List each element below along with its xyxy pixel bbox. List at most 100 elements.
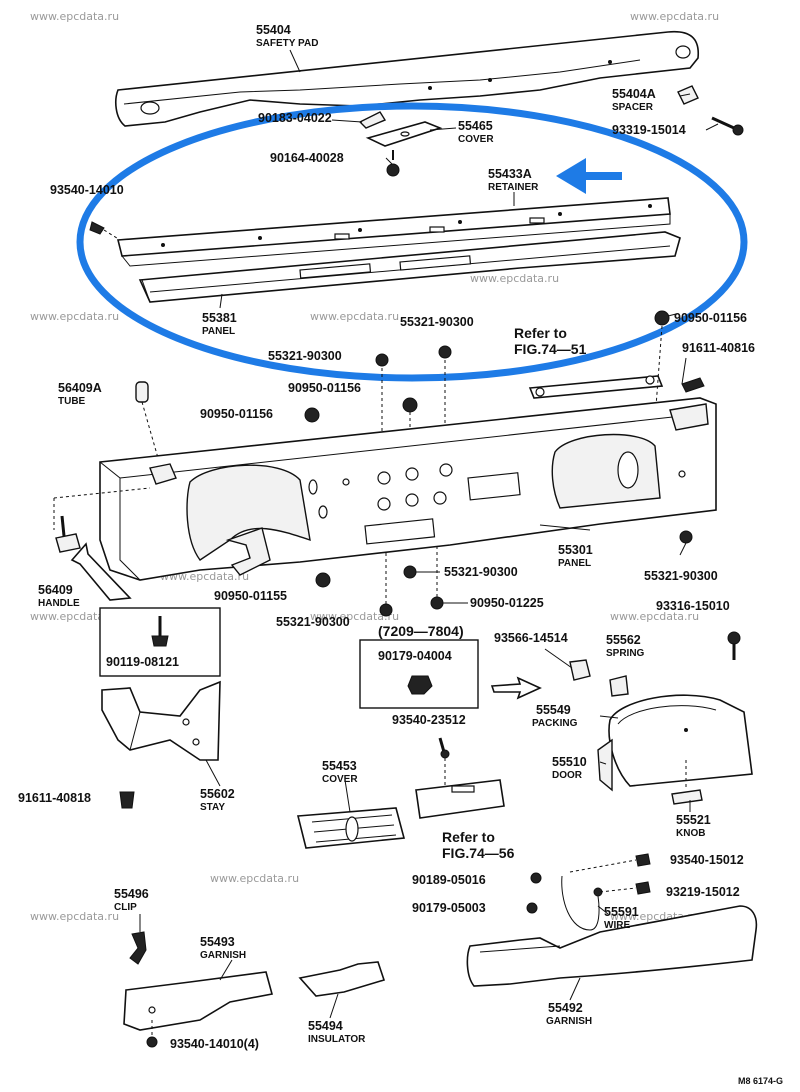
refer-bracket-bar [528, 375, 664, 399]
part-number: 55549 [536, 703, 571, 717]
part-number: 56409 [38, 583, 73, 597]
garnish-55493 [123, 971, 273, 1031]
part-name: WIRE [604, 920, 630, 931]
part-number: 93540-23512 [392, 713, 466, 727]
part-number: 93316-15010 [656, 599, 730, 613]
part-name: DOOR [552, 770, 583, 781]
part-number: 55321-90300 [444, 565, 518, 579]
part-number: 90950-01225 [470, 596, 544, 610]
part-name: HANDLE [38, 598, 80, 609]
screw-93319 [711, 116, 744, 136]
cover-55453 [296, 807, 406, 849]
watermark: www.epcdata.ru [30, 10, 119, 23]
part-name: COVER [322, 774, 358, 785]
part-number: 90950-01156 [674, 311, 747, 325]
wire-55591 [526, 853, 651, 931]
cover-55465 [365, 121, 443, 147]
part-number: 93566-14514 [494, 631, 568, 645]
spacer-icon [677, 85, 699, 105]
part-name: SPACER [612, 102, 654, 113]
screw-93316 [727, 631, 741, 660]
knob-icon [671, 789, 703, 805]
part-name: TUBE [58, 396, 86, 407]
figure-code: M8 6174-G [738, 1076, 783, 1086]
part-name: RETAINER [488, 182, 539, 193]
main-panel-55301 [99, 397, 717, 581]
watermark: www.epcdata.ru [310, 310, 399, 323]
part-name: CLIP [114, 902, 137, 913]
part-name: GARNISH [200, 950, 246, 961]
part-number: 90179-04004 [378, 649, 452, 663]
watermark: www.epcdata.ru [470, 272, 559, 285]
insulator-55494 [298, 961, 386, 997]
fastener-90183 [358, 111, 387, 129]
screw-93540-23512 [438, 737, 450, 790]
part-number: 55404 [256, 23, 291, 37]
part-number: 55465 [458, 119, 493, 133]
refer-figure: FIG.74—51 [514, 341, 587, 357]
part-name: PANEL [202, 326, 235, 337]
part-number: 93319-15014 [612, 123, 686, 137]
part-number: 55496 [114, 887, 149, 901]
part-number: 90950-01156 [200, 407, 273, 421]
watermark: www.epcdata.ru [610, 610, 699, 623]
part-number: 55404A [612, 87, 656, 101]
watermark: www.epcdata.ru [210, 872, 299, 885]
part-number: 90119-08121 [106, 655, 179, 669]
part-number: 93540-14010 [50, 183, 124, 197]
watermark: www.epcdata.ru [310, 610, 399, 623]
screw-90164 [386, 150, 400, 177]
highlight-arrow [556, 158, 622, 194]
part-name: SPRING [606, 648, 645, 659]
stay-55602 [101, 680, 221, 761]
part-name: GARNISH [546, 1016, 592, 1027]
part-number: 90164-40028 [270, 151, 344, 165]
part-number: 90179-05003 [412, 901, 486, 915]
part-labels: 55404 SAFETY PAD 90183-04022 55465 COVER… [18, 23, 755, 1051]
part-number: 90189-05016 [412, 873, 486, 887]
part-number: 91611-40816 [682, 341, 755, 355]
glovebox-bracket [415, 779, 505, 819]
part-number: 55433A [488, 167, 532, 181]
part-name: PACKING [532, 718, 578, 729]
watermark: www.epcdata.ru [630, 10, 719, 23]
bracket [225, 527, 271, 576]
panel-55381 [138, 231, 681, 303]
door-55510 [597, 694, 753, 792]
spring-55562 [569, 659, 629, 697]
inset-box-90119 [99, 607, 221, 677]
screw-91611-40818 [119, 791, 135, 809]
highlight-ellipse [76, 102, 748, 382]
part-name: INSULATOR [308, 1034, 366, 1045]
part-name: PANEL [558, 558, 591, 569]
refer-notes: Refer to FIG.74—51 Refer to FIG.74—56 (7… [378, 325, 587, 861]
date-range: (7209—7804) [378, 623, 464, 639]
part-name: STAY [200, 802, 225, 813]
part-number: 55321-90300 [644, 569, 718, 583]
part-number: 91611-40818 [18, 791, 91, 805]
screw-93540-14010 [89, 221, 129, 246]
part-number: 55493 [200, 935, 235, 949]
part-name: COVER [458, 134, 494, 145]
screw-93540-14010-4 [146, 1020, 158, 1048]
part-number: 90950-01155 [214, 589, 287, 603]
direction-arrow [490, 676, 542, 700]
part-number: 55453 [322, 759, 357, 773]
part-number: 55321-90300 [400, 315, 474, 329]
part-number: 90183-04022 [258, 111, 332, 125]
part-number: 55321-90300 [268, 349, 342, 363]
refer-figure: FIG.74—56 [442, 845, 515, 861]
part-number: 55492 [548, 1001, 583, 1015]
leader-lines [139, 49, 719, 1019]
part-number: 55510 [552, 755, 587, 769]
part-name: SAFETY PAD [256, 38, 318, 49]
watermark: www.epcdata.ru [30, 910, 119, 923]
part-number: 55494 [308, 1019, 343, 1033]
part-number: 55591 [604, 905, 639, 919]
inset-box-90179 [359, 639, 479, 709]
handle-56409 [53, 487, 151, 601]
garnish-55492 [466, 905, 758, 987]
part-number: 93540-14010(4) [170, 1037, 259, 1051]
part-number: 90950-01156 [288, 381, 361, 395]
part-number: 55602 [200, 787, 235, 801]
